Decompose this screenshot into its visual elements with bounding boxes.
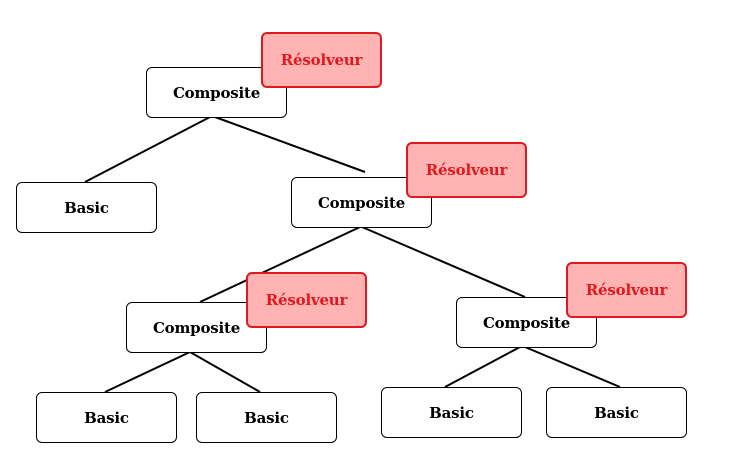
composite-node-left: Composite	[126, 302, 267, 353]
basic-node-label: Basic	[64, 198, 109, 217]
resolver-badge-right: Résolveur	[566, 262, 687, 318]
edge-left-to-basic-1	[104, 351, 191, 393]
basic-node-root-child: Basic	[16, 182, 157, 233]
basic-node-label: Basic	[594, 403, 639, 422]
resolver-badge-left: Résolveur	[246, 272, 367, 328]
edge-right-to-basic-1	[444, 346, 521, 388]
resolver-badge-label: Résolveur	[425, 161, 508, 179]
basic-node-label: Basic	[429, 403, 474, 422]
edge-left-to-basic-2	[189, 351, 261, 393]
resolver-badge-label: Résolveur	[265, 291, 348, 309]
edge-mid-to-left-composite	[199, 226, 361, 303]
edge-root-to-mid-composite	[214, 116, 366, 173]
basic-node-right-1: Basic	[381, 387, 522, 438]
resolver-badge-root: Résolveur	[261, 32, 382, 88]
resolver-badge-mid: Résolveur	[406, 142, 527, 198]
composite-node-label: Composite	[172, 83, 261, 102]
basic-node-left-1: Basic	[36, 392, 177, 443]
resolver-badge-label: Résolveur	[585, 281, 668, 299]
basic-node-left-2: Basic	[196, 392, 337, 443]
edge-right-to-basic-2	[524, 346, 621, 388]
edge-mid-to-right-composite	[361, 226, 526, 298]
composite-node-label: Composite	[317, 193, 406, 212]
basic-node-label: Basic	[84, 408, 129, 427]
basic-node-label: Basic	[244, 408, 289, 427]
composite-node-label: Composite	[152, 318, 241, 337]
edge-root-to-basic	[84, 116, 211, 183]
composite-node-label: Composite	[482, 313, 571, 332]
resolver-badge-label: Résolveur	[280, 51, 363, 69]
basic-node-right-2: Basic	[546, 387, 687, 438]
